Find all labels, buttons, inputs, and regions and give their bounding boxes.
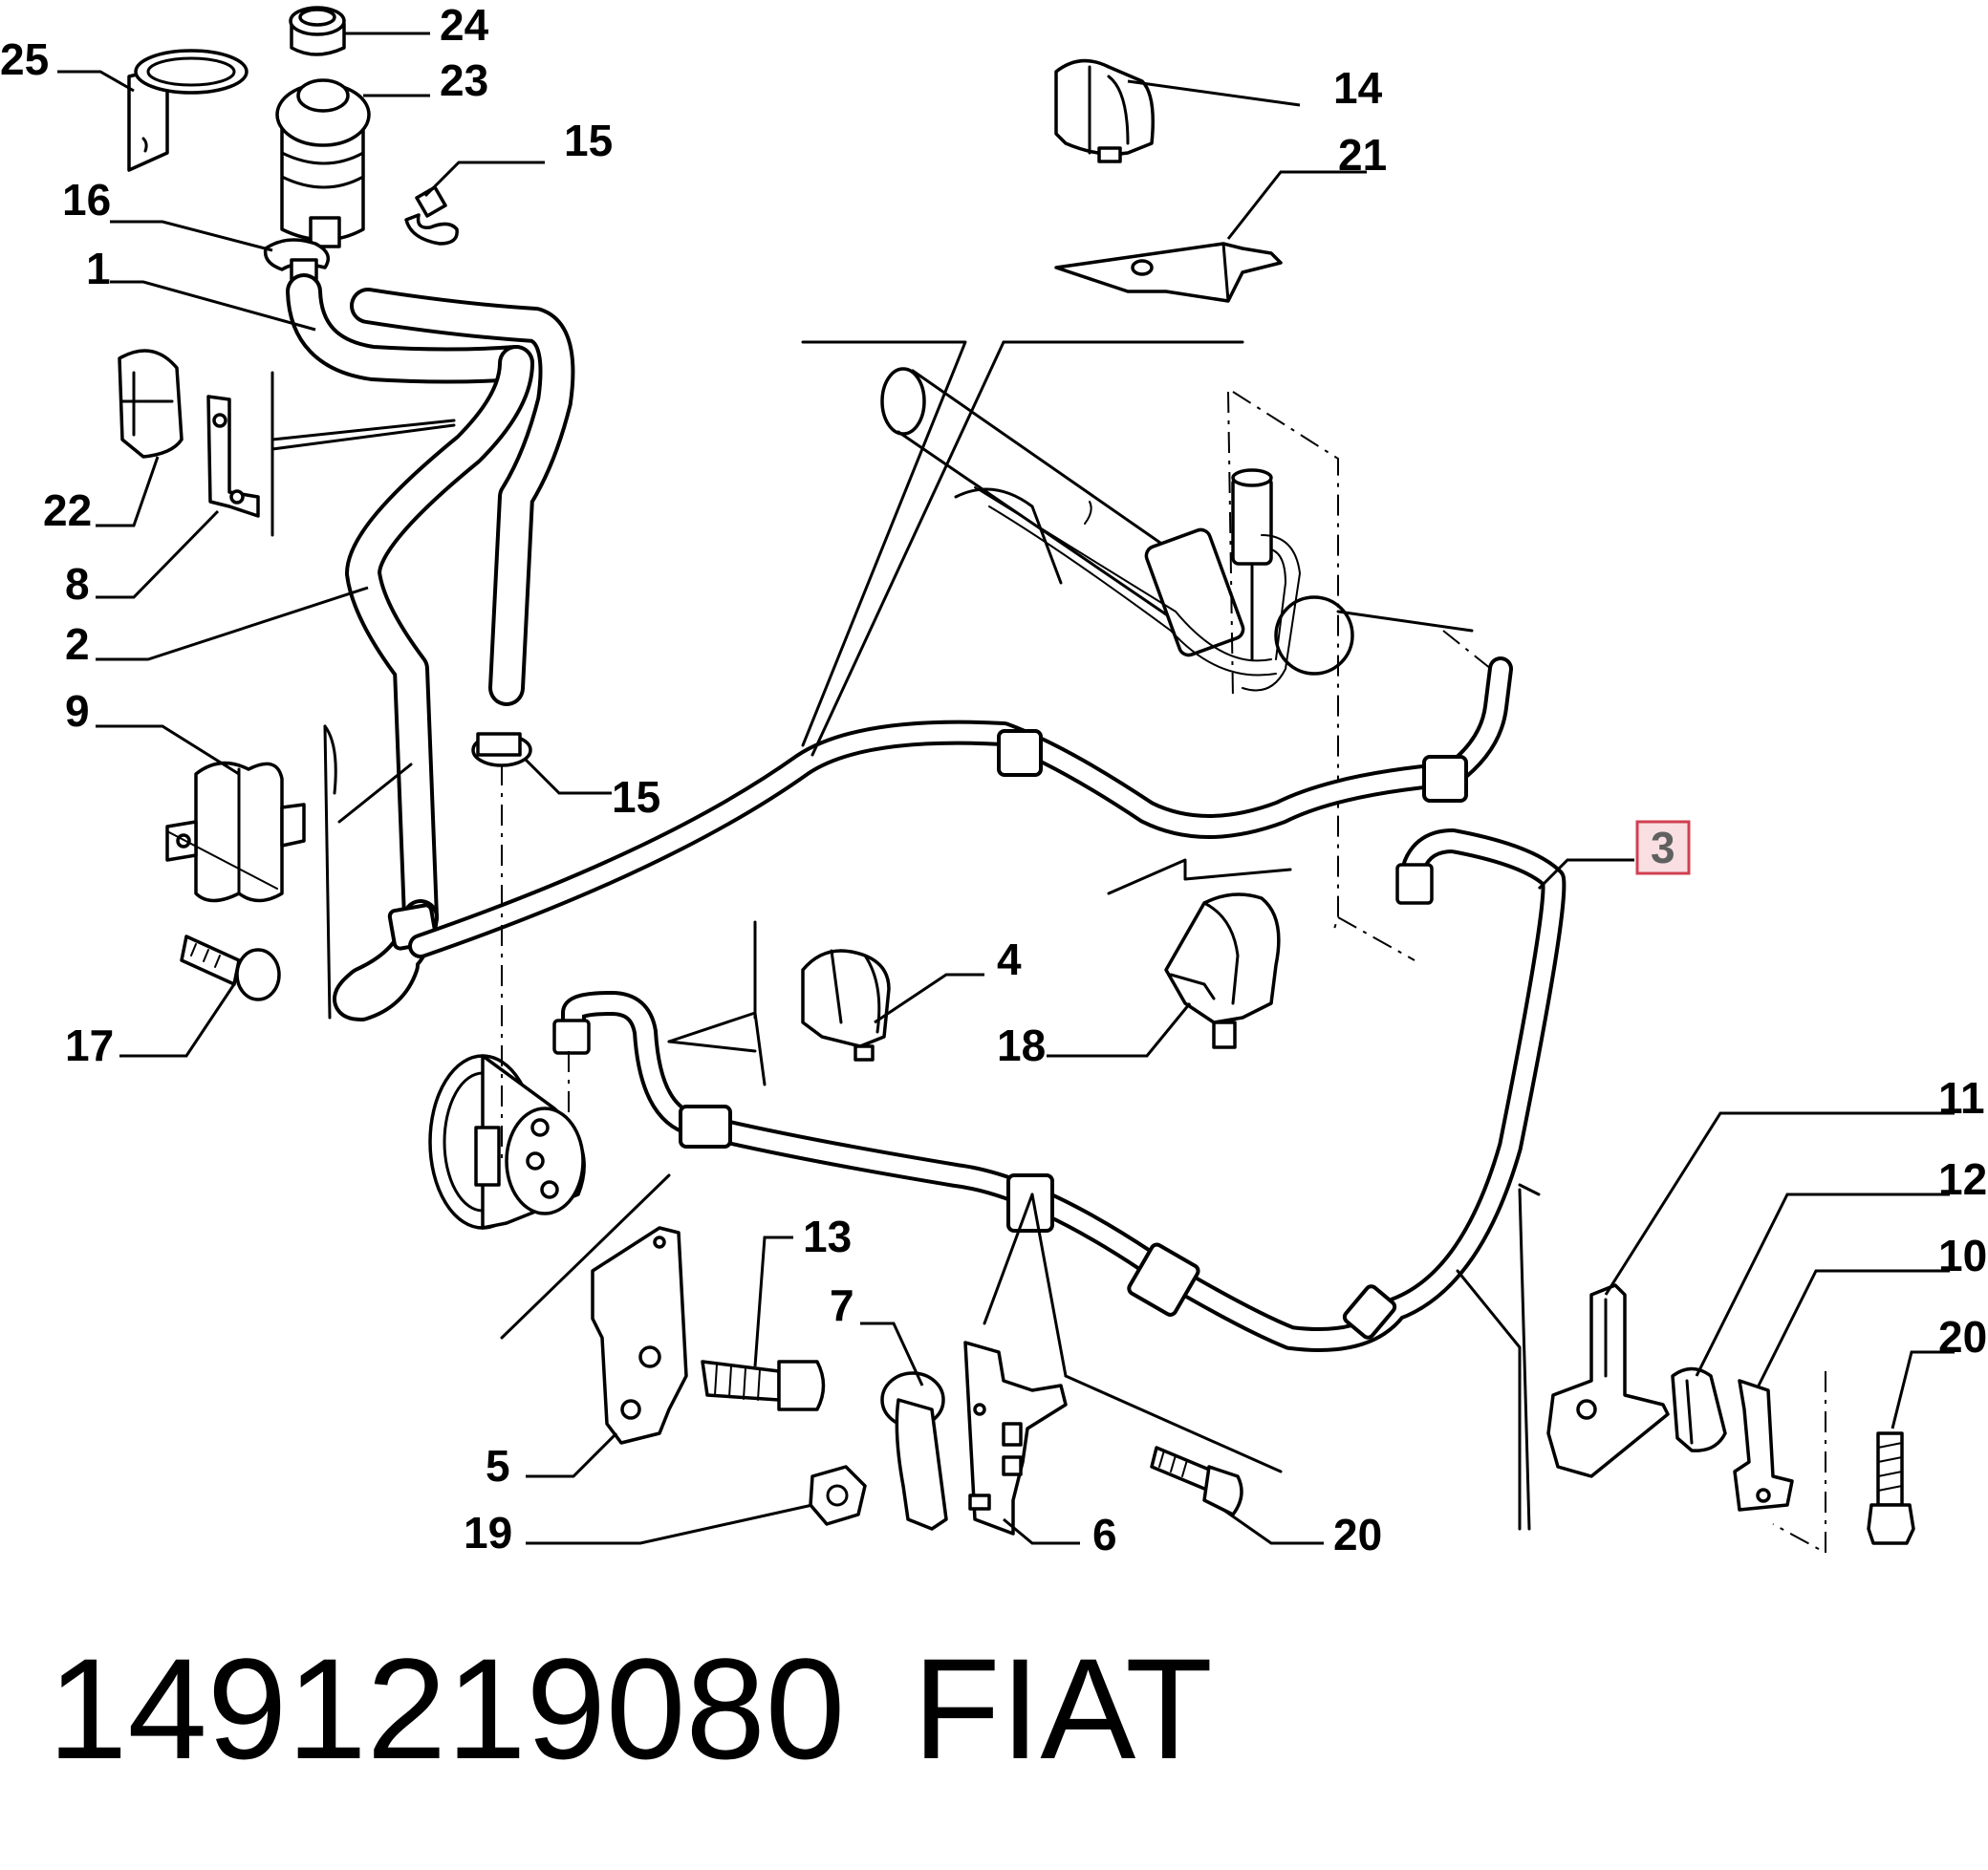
bolt-17 bbox=[180, 935, 281, 1001]
label-18: 18 bbox=[997, 1021, 1046, 1070]
clip-14 bbox=[1054, 58, 1155, 163]
reservoir-bracket bbox=[127, 49, 248, 172]
bolt-20-lower bbox=[1150, 1446, 1243, 1516]
label-25: 25 bbox=[0, 34, 49, 84]
separator-lines bbox=[270, 340, 1826, 1555]
label-3-highlight-box bbox=[1635, 820, 1691, 875]
label-7: 7 bbox=[830, 1280, 854, 1330]
label-21: 21 bbox=[1338, 130, 1387, 180]
label-8: 8 bbox=[65, 559, 90, 609]
hose-clamp-lower bbox=[471, 732, 532, 767]
label-16: 16 bbox=[62, 175, 111, 225]
hose-clamp-upper bbox=[404, 185, 459, 246]
clip-12 bbox=[1671, 1366, 1727, 1452]
leader-lines bbox=[57, 32, 1955, 1545]
nut-19 bbox=[809, 1465, 867, 1526]
bracket-21 bbox=[1054, 242, 1283, 303]
clip-7 bbox=[880, 1371, 948, 1531]
bracket-5 bbox=[591, 1226, 688, 1445]
power-steering-pump bbox=[428, 764, 586, 1230]
return-pipe-upper bbox=[408, 656, 1513, 958]
label-13: 13 bbox=[803, 1212, 852, 1261]
hose-1 bbox=[286, 273, 575, 706]
bracket-8 bbox=[206, 395, 260, 518]
label-6: 6 bbox=[1092, 1510, 1117, 1559]
label-3: 3 bbox=[1651, 823, 1675, 872]
label-14: 14 bbox=[1333, 63, 1383, 113]
clip-18 bbox=[1164, 892, 1281, 1049]
hose-clamp-16 bbox=[263, 238, 331, 281]
clip-9 bbox=[165, 761, 306, 903]
bracket-10 bbox=[1733, 1379, 1794, 1512]
label-22: 22 bbox=[43, 485, 92, 535]
label-9: 9 bbox=[65, 686, 90, 736]
bolt-20-right bbox=[1867, 1431, 1915, 1545]
reservoir-cap bbox=[289, 6, 346, 56]
footer-part-number: 1491219080 bbox=[48, 1628, 845, 1789]
steering-rack-assembly bbox=[880, 367, 1492, 961]
label-4: 4 bbox=[997, 935, 1022, 984]
label-17: 17 bbox=[65, 1021, 114, 1070]
label-19: 19 bbox=[464, 1508, 512, 1558]
label-11: 11 bbox=[1938, 1073, 1985, 1123]
bracket-22 bbox=[118, 349, 184, 459]
footer-brand: FIAT bbox=[913, 1628, 1213, 1789]
label-20-lower: 20 bbox=[1333, 1510, 1382, 1559]
label-1: 1 bbox=[86, 244, 111, 293]
reservoir bbox=[275, 78, 371, 248]
hose-2 bbox=[333, 345, 534, 1021]
footer: 1491219080 FIAT bbox=[48, 1628, 1213, 1789]
label-10: 10 bbox=[1938, 1231, 1987, 1280]
label-3-highlight[interactable]: 3 bbox=[1635, 820, 1691, 875]
label-15-lower: 15 bbox=[612, 772, 660, 822]
bracket-11 bbox=[1546, 1283, 1670, 1478]
bolt-13 bbox=[701, 1360, 826, 1411]
label-2: 2 bbox=[65, 619, 90, 669]
part-labels: 25 24 23 15 16 1 22 8 2 9 15 17 14 21 3 … bbox=[0, 0, 1987, 1559]
clip-4 bbox=[801, 949, 891, 1062]
label-5: 5 bbox=[486, 1441, 510, 1491]
pressure-pipe-3 bbox=[552, 828, 1567, 1352]
label-23: 23 bbox=[440, 55, 488, 105]
label-24: 24 bbox=[440, 0, 489, 50]
label-20-right: 20 bbox=[1938, 1312, 1987, 1362]
label-12: 12 bbox=[1938, 1154, 1987, 1204]
bracket-6 bbox=[963, 1341, 1068, 1536]
label-15-upper: 15 bbox=[564, 116, 613, 165]
